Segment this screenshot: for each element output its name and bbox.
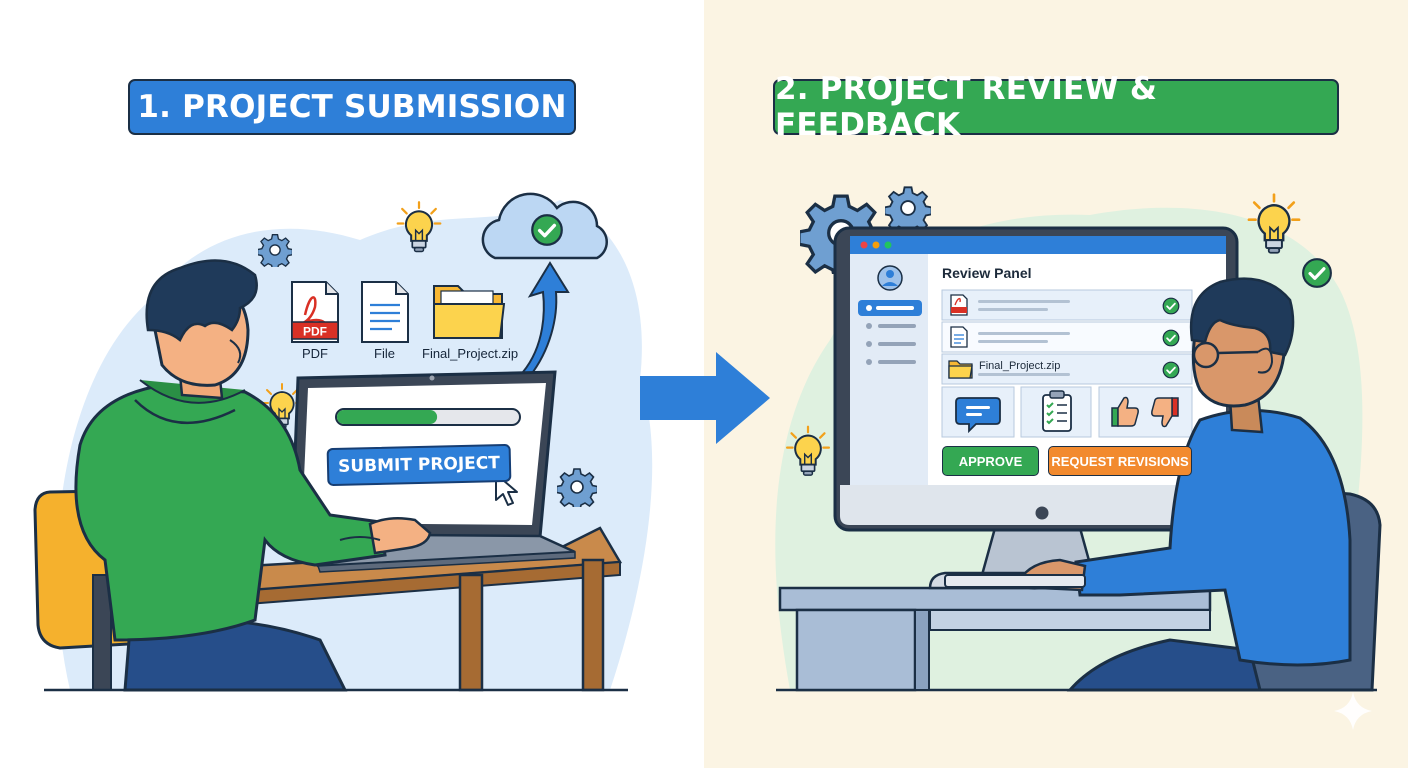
review-panel-title: Review Panel [942,265,1032,281]
check-icon [1162,361,1180,379]
checklist-icon [1042,390,1072,432]
thumbs-down-icon [1151,397,1179,428]
pdf-file-icon [950,294,968,316]
progress-fill [337,410,438,424]
file-label: File [374,346,395,361]
comment-icon [955,397,1001,434]
check-icon [1162,329,1180,347]
keyboard [944,574,1086,588]
review-file-list [941,289,1193,385]
submit-project-button[interactable]: SUBMIT PROJECT [326,443,512,487]
list-item [941,289,1193,321]
review-zip-file-label: Final_Project.zip [979,360,1061,372]
flow-arrow [640,352,770,444]
list-item [941,321,1193,353]
pdf-file-label: PDF [302,346,328,361]
folder-icon [948,360,973,379]
gear-icon [557,468,597,507]
step-1-title: 1. PROJECT SUBMISSION [128,79,576,135]
cloud-upload-icon [481,192,608,260]
reviewer-person [1018,277,1352,692]
check-icon [530,213,564,247]
upload-arrow-icon [521,261,570,378]
upload-progress-bar [335,408,521,426]
sparkle-icon [1334,692,1372,730]
check-icon [1162,297,1180,315]
document-file-icon [361,281,409,343]
request-revisions-button[interactable]: REQUEST REVISIONS [1048,446,1192,476]
document-file-icon [950,326,968,348]
list-item [941,353,1193,385]
gear-icon [258,234,292,267]
zip-file-label: Final_Project.zip [422,346,519,361]
feedback-tools [941,386,1193,438]
step-2-title: 2. PROJECT REVIEW & FEEDBACK [773,71,1339,143]
thumbs-up-icon [1111,396,1139,427]
check-icon [1301,257,1333,289]
approve-button[interactable]: APPROVE [942,446,1039,476]
pdf-file-icon: PDF [291,281,339,343]
pdf-badge-text: PDF [303,325,327,339]
student-person [74,259,432,692]
folder-icon [433,285,506,339]
